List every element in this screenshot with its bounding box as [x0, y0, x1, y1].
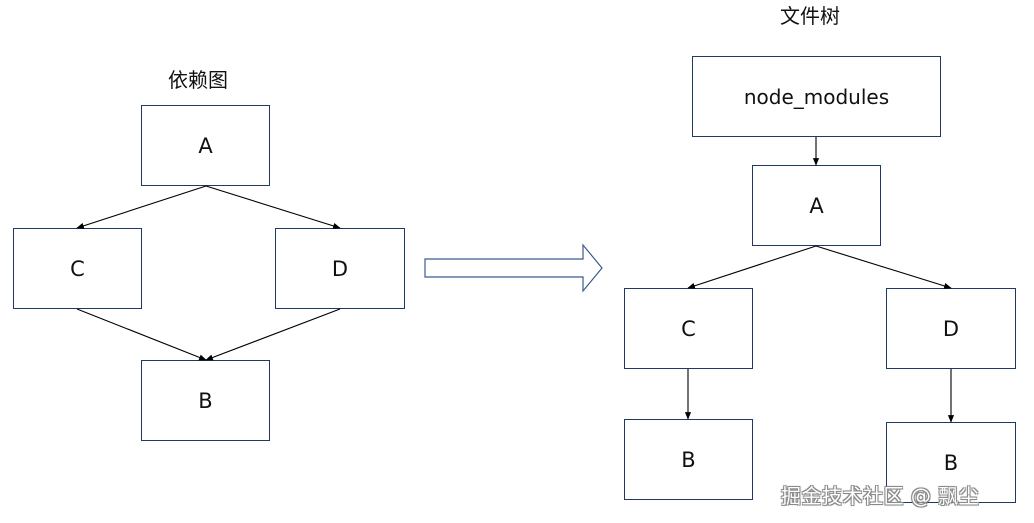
dep-node-a: A — [141, 105, 270, 186]
tree-node-b-under-d: B — [886, 422, 1016, 503]
file-tree-title: 文件树 — [780, 4, 840, 28]
watermark: 掘金技术社区 @ 飘尘 — [781, 484, 980, 508]
tree-node-node-modules: node_modules — [692, 56, 941, 137]
tree-node-c: C — [624, 288, 753, 369]
tree-edge-a-c — [687, 245, 817, 289]
dep-edge-d-b — [205, 308, 341, 361]
dep-edge-a-c — [76, 185, 207, 229]
tree-node-b-under-c: B — [624, 419, 753, 500]
transform-arrow — [424, 243, 603, 293]
dep-node-c: C — [13, 228, 142, 309]
dep-edge-a-d — [205, 185, 341, 229]
dependency-graph-title: 依赖图 — [168, 68, 228, 92]
tree-edge-a-d — [815, 245, 952, 289]
dep-node-b: B — [141, 360, 270, 441]
dep-node-d: D — [275, 228, 405, 309]
tree-node-d: D — [886, 288, 1016, 369]
dep-edge-c-b — [76, 308, 207, 361]
